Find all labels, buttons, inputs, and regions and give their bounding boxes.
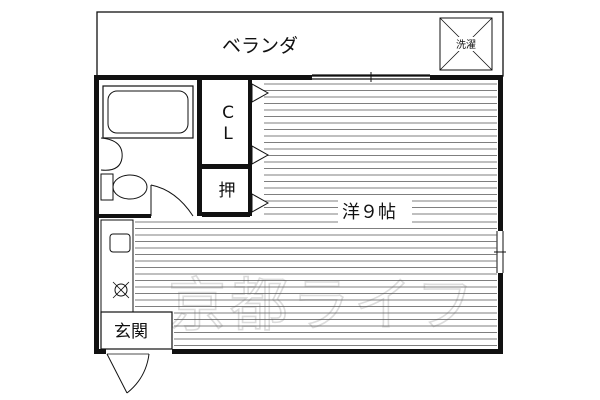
closet-label-l: L [223, 124, 233, 144]
main-room-label: 洋９帖 [342, 202, 396, 223]
exterior-walls [94, 75, 503, 354]
watermark-text: 京都ライフ [168, 271, 478, 339]
toilet-icon [100, 173, 148, 201]
laundry-label: 洗濯 [456, 39, 476, 51]
interior-walls [99, 80, 252, 218]
entrance-label: 玄関 [114, 322, 148, 342]
kitchen-counter [100, 219, 134, 313]
closet-door-marks [251, 83, 270, 213]
side-window [494, 231, 506, 273]
bathtub-icon [102, 85, 194, 139]
bathroom-door [150, 184, 194, 217]
balcony: ベランダ [96, 11, 504, 77]
balcony-label: ベランダ [222, 35, 298, 57]
flooring-main [135, 83, 497, 346]
washbasin-icon [100, 137, 123, 171]
oshiire-label: 押 [219, 181, 236, 201]
entrance-door [106, 353, 150, 394]
stove-icon [112, 281, 130, 299]
closet-label-c: C [222, 103, 234, 123]
balcony-window [312, 72, 430, 82]
entrance: 玄関 [100, 311, 173, 350]
laundry-space: 洗濯 [439, 17, 493, 71]
